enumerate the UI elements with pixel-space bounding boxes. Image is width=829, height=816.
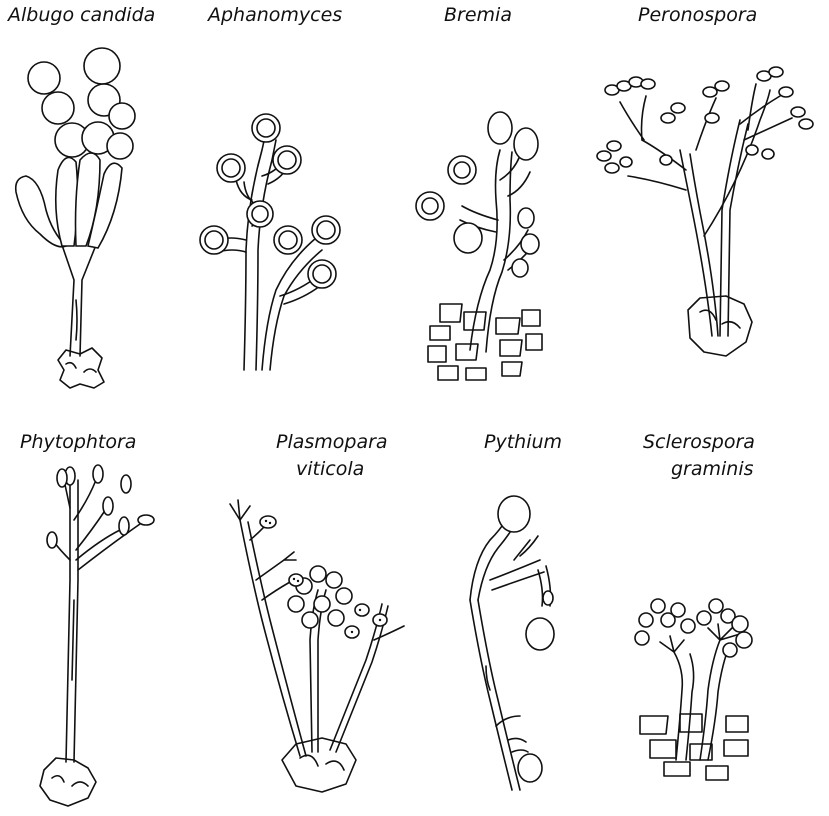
drawing-plasmopara-viticola <box>230 500 404 792</box>
label-pythium: Pythium <box>484 431 563 453</box>
drawing-pythium <box>470 496 554 790</box>
label-sclerospora: Sclerospora <box>643 431 755 453</box>
label-bremia: Bremia <box>444 4 512 26</box>
label-peronospora: Peronospora <box>638 4 758 26</box>
drawing-aphanomyces <box>200 114 340 370</box>
label-aphanomyces: Aphanomyces <box>208 4 343 26</box>
drawing-sclerospora-graminis <box>635 599 752 780</box>
label-phytophtora: Phytophtora <box>20 431 137 453</box>
label-albugo-candida: Albugo candida <box>8 4 156 26</box>
drawing-bremia <box>416 112 542 380</box>
label-plasmopara: Plasmopara <box>276 431 388 453</box>
label-viticola: viticola <box>296 458 365 480</box>
label-graminis: graminis <box>671 458 754 480</box>
drawing-albugo-candida <box>16 48 135 388</box>
drawing-peronospora <box>597 67 813 356</box>
drawing-phytophtora <box>40 465 154 806</box>
